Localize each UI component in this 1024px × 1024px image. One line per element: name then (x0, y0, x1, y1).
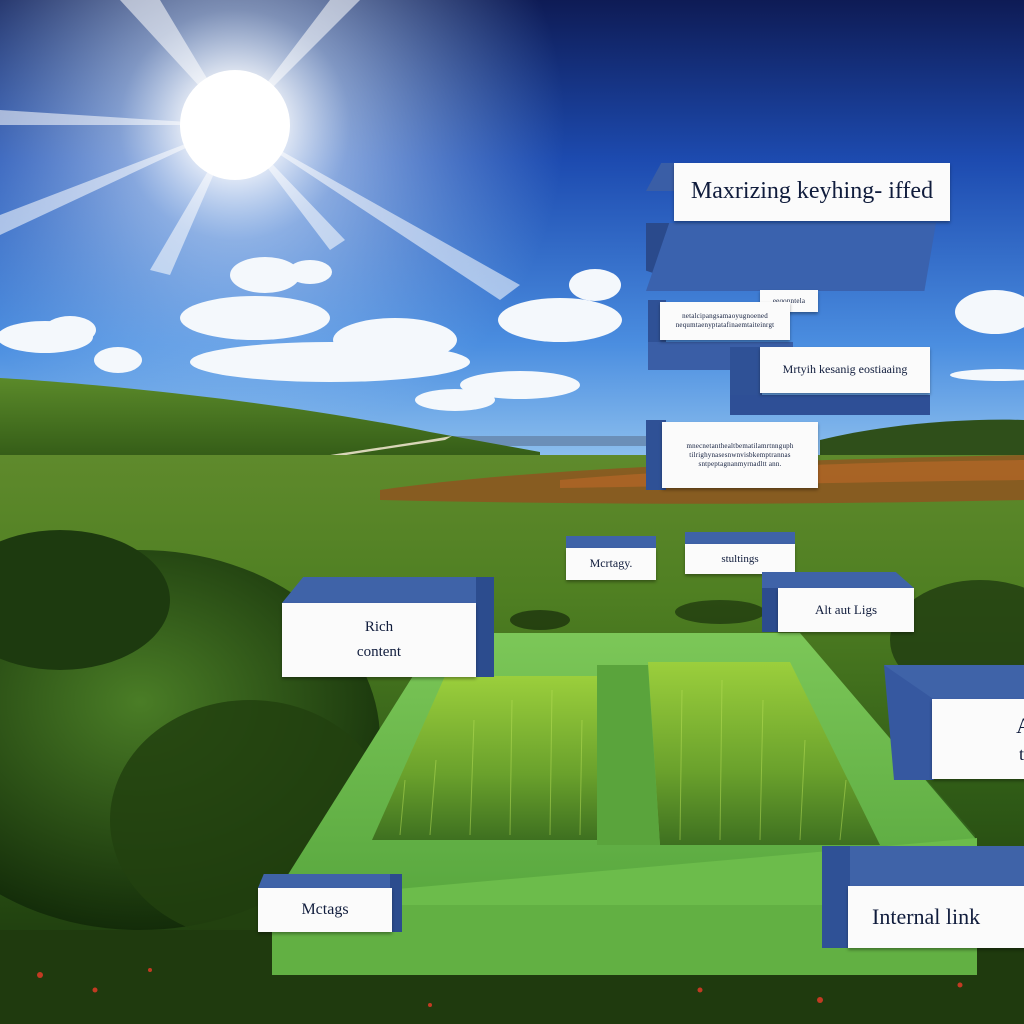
stultings-text: stultings (721, 552, 759, 565)
subtitle-block: Mrtyih kesanig eostiaaing (730, 347, 930, 415)
paragraph-block-2: mnecnetanthealtbematilamrtnnguph tilrigh… (646, 420, 818, 490)
alt-right-text-1: A (1016, 713, 1024, 738)
headline-text: Maxrizing keyhing- iffed (690, 178, 934, 205)
rich-content-line-1: Rich (364, 618, 394, 635)
alt-right-block: A te (884, 665, 1024, 780)
headline-block: Maxrizing keyhing- iffed (646, 163, 950, 291)
alt-tags-block: Alt aut Ligs (762, 572, 914, 632)
small-tag-text: eeqonntela (772, 296, 806, 305)
metags-bottom-text: Mctags (301, 900, 349, 918)
subtitle-text: Mrtyih kesanig eostiaaing (782, 362, 908, 377)
paragraph-text-2: mnecnetanthealtbematilamrtnnguph tilrigh… (686, 441, 794, 468)
stultings-block: stultings (685, 532, 795, 574)
metags-mid-text: Mcrtagy. (589, 556, 633, 571)
rich-content-line-2: content (356, 644, 402, 660)
metags-bottom-block: Mctags (258, 874, 402, 932)
alt-tags-text: Alt aut Ligs (814, 601, 878, 617)
internal-links-block: Internal link (822, 846, 1024, 948)
metags-mid-block: Mcrtagy. (566, 536, 656, 580)
alt-right-text-2: te (1019, 744, 1024, 765)
paragraph-text-1: netalcipangsamaoyugnoened nequmtaenyptat… (675, 312, 775, 329)
internal-links-text: Internal link (872, 904, 981, 930)
rich-content-block: Rich content (282, 577, 494, 677)
